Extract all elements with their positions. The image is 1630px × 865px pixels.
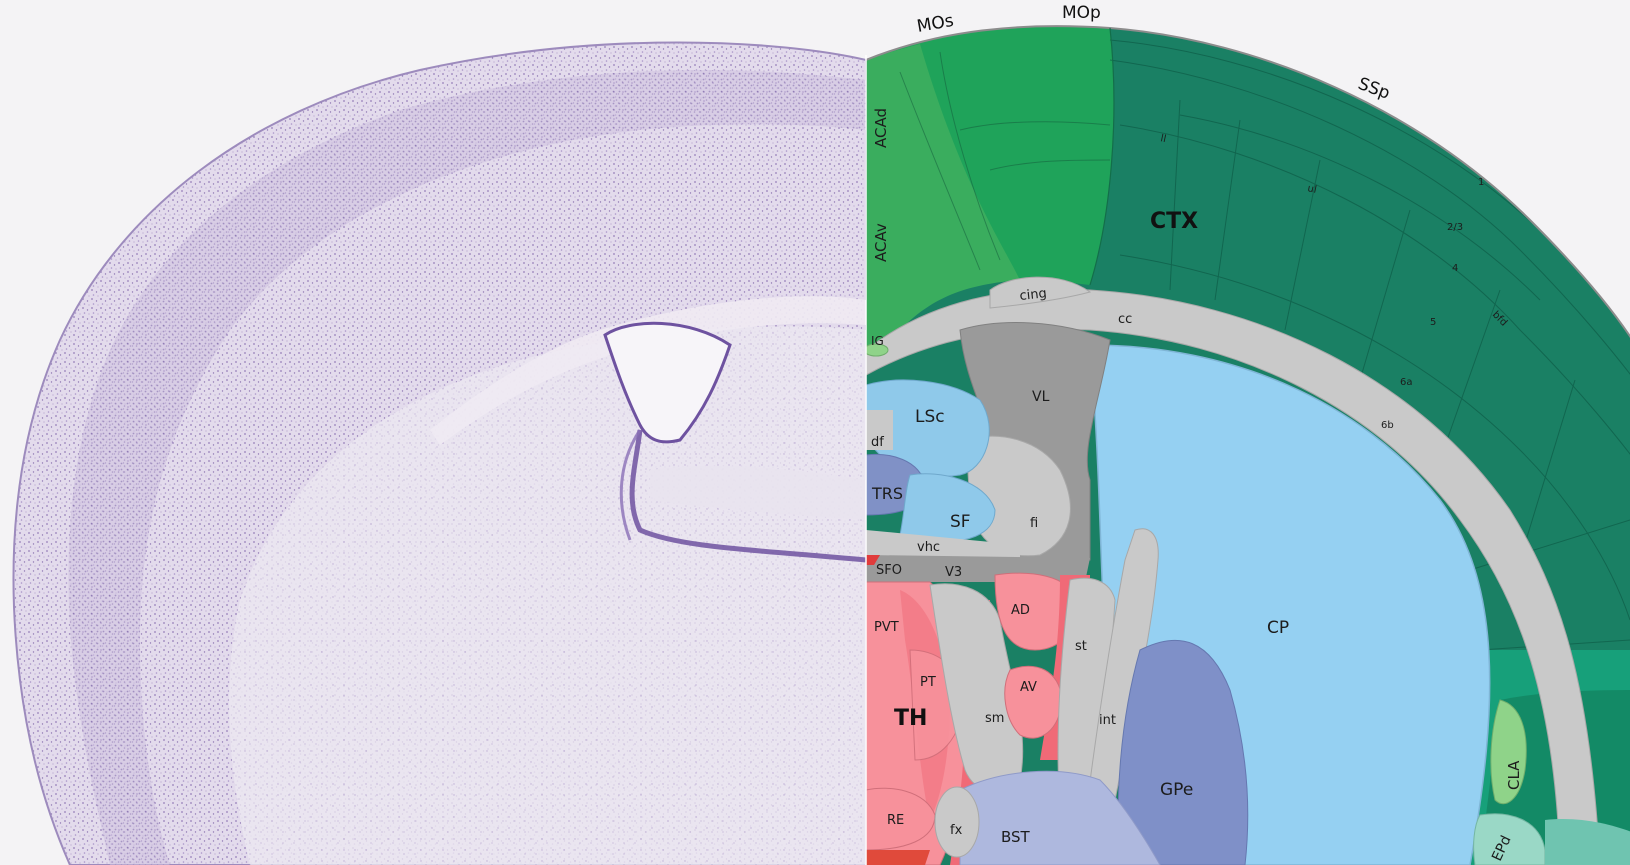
- label-sf: SF: [950, 512, 971, 532]
- label-ll: ll: [1159, 133, 1167, 145]
- label-av: AV: [1020, 680, 1037, 695]
- label-re: RE: [887, 813, 904, 828]
- label-ul: ul: [1306, 183, 1317, 196]
- region-cla: [1490, 699, 1527, 805]
- label-cc: cc: [1118, 312, 1132, 327]
- label-layer-23: 2/3: [1447, 222, 1463, 233]
- label-cp: CP: [1267, 618, 1289, 638]
- nissl-hemisphere: [12, 41, 867, 865]
- label-vhc: vhc: [917, 540, 940, 555]
- label-st: st: [1075, 639, 1087, 654]
- region-aca: [866, 44, 1020, 360]
- region-gpe: [1117, 639, 1249, 865]
- region-sf: [899, 473, 996, 542]
- label-fx: fx: [950, 823, 963, 838]
- region-bst: [959, 770, 1161, 865]
- label-sfo: SFO: [876, 563, 902, 578]
- label-layer-5: 5: [1430, 317, 1436, 328]
- label-ad: AD: [1011, 603, 1030, 618]
- label-layer-6b: 6b: [1381, 420, 1394, 431]
- label-bst: BST: [1001, 828, 1031, 846]
- label-layer-6a: 6a: [1400, 377, 1413, 388]
- label-fi: fi: [1030, 516, 1038, 531]
- label-pt: PT: [920, 675, 936, 690]
- region-cc: [866, 288, 1601, 865]
- region-fi: [965, 435, 1071, 557]
- label-gpe: GPe: [1160, 780, 1193, 800]
- label-v3: V3: [945, 565, 962, 580]
- label-vl: VL: [1032, 389, 1050, 405]
- label-layer-4: 4: [1452, 263, 1458, 274]
- label-sm: sm: [985, 711, 1004, 726]
- label-df: df: [871, 435, 884, 450]
- atlas-labels: MOs MOp SSp ACAd ACAv CTX ll ul 1 2/3 4 …: [871, 3, 1523, 864]
- label-int: int: [1099, 713, 1116, 728]
- label-lsc: LSc: [915, 407, 945, 427]
- label-acav: ACAv: [872, 223, 890, 262]
- region-fx: [934, 786, 980, 858]
- label-cing: cing: [1019, 286, 1048, 304]
- region-ig: [866, 343, 889, 357]
- label-ig: IG: [871, 334, 884, 348]
- atlas-hemisphere: [866, 0, 1630, 865]
- label-ctx: CTX: [1150, 209, 1198, 234]
- label-acad: ACAd: [872, 108, 890, 148]
- label-mop: MOp: [1062, 3, 1101, 23]
- label-trs: TRS: [871, 484, 903, 503]
- label-pvt: PVT: [874, 620, 899, 635]
- label-layer-1: 1: [1478, 177, 1484, 188]
- region-av: [1004, 665, 1063, 739]
- label-cla: CLA: [1505, 760, 1523, 790]
- label-th: TH: [894, 706, 927, 731]
